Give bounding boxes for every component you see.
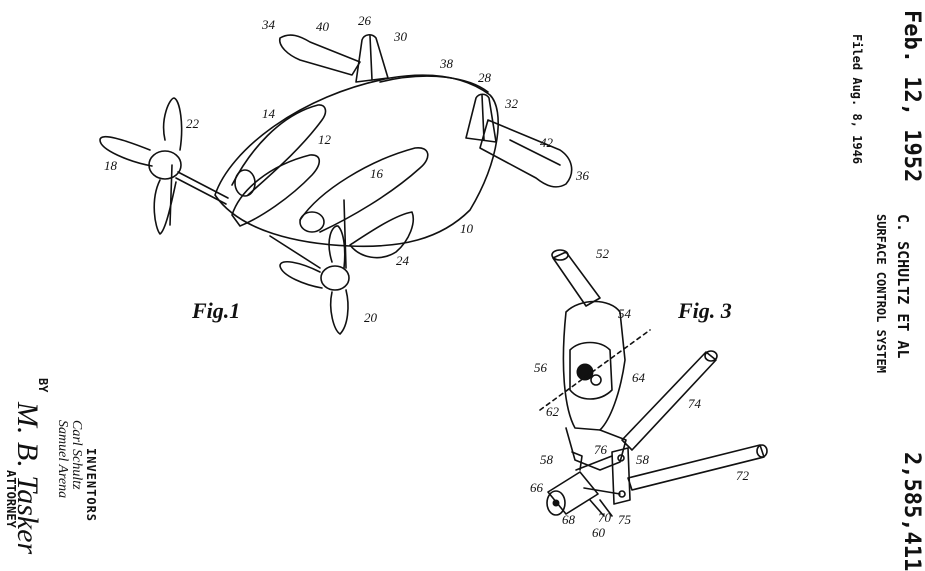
by-label: BY	[36, 378, 50, 393]
inventor-names: C. SCHULTZ ET AL	[894, 214, 912, 359]
fig1-ref: 20	[364, 310, 378, 325]
patent-title: SURFACE CONTROL SYSTEM	[874, 214, 888, 373]
fig1-ref: 34	[261, 17, 276, 32]
fig3-reference-numerals: 52 54 56 64 62 74 76 58 58 72 66 70 75 6…	[530, 246, 750, 540]
fig1-ref: 12	[318, 132, 332, 147]
fig3-ref: 62	[546, 404, 560, 419]
patent-drawing-sheet: 34 40 26 30 38 28 32 42 36 22 14 12 16 1…	[4, 10, 924, 571]
patent-date: Feb. 12, 1952	[899, 10, 924, 183]
fig1-ref: 30	[393, 29, 408, 44]
fig1-ref: 32	[504, 96, 519, 111]
fig1-ref: 28	[478, 70, 492, 85]
patent-number: 2,585,411	[899, 452, 924, 571]
fig1-ref: 18	[104, 158, 118, 173]
fig3-ref: 72	[736, 468, 750, 483]
fig1-ref: 40	[316, 19, 330, 34]
inventor-name-2: Samuel Arena	[55, 420, 70, 499]
fig3-ref: 64	[632, 370, 646, 385]
fig3-ref: 70	[598, 510, 612, 525]
fig1-label: Fig.1	[191, 298, 240, 323]
fig3-ref: 76	[594, 442, 608, 457]
patent-drawing: 34 40 26 30 38 28 32 42 36 22 14 12 16 1…	[99, 13, 768, 540]
fig1-ref: 24	[396, 253, 410, 268]
fig3-linkage	[539, 249, 768, 517]
attorney-label: ATTORNEY	[4, 470, 18, 528]
fig3-ref: 58	[636, 452, 650, 467]
fig1-ref: 36	[575, 168, 590, 183]
fig3-ref: 68	[562, 512, 576, 527]
fig1-reference-numerals: 34 40 26 30 38 28 32 42 36 22 14 12 16 1…	[104, 13, 590, 325]
fig1-ref: 38	[439, 56, 454, 71]
inventors-label: INVENTORS	[84, 448, 98, 523]
fig1-ref: 42	[540, 135, 554, 150]
fig3-ref: 56	[534, 360, 548, 375]
fig3-label: Fig. 3	[677, 298, 732, 323]
fig3-ref: 75	[618, 512, 632, 527]
fig1-ref: 22	[186, 116, 200, 131]
fig1-ref: 10	[460, 221, 474, 236]
fig1-ref: 14	[262, 106, 276, 121]
fig1-aircraft	[99, 34, 573, 335]
filed-date: Filed Aug. 8, 1946	[850, 34, 864, 165]
fig3-ref: 60	[592, 525, 606, 540]
fig3-ref: 54	[618, 306, 632, 321]
fig3-ref: 58	[540, 452, 554, 467]
fig3-ref: 52	[596, 246, 610, 261]
fig3-ref: 66	[530, 480, 544, 495]
fig1-ref: 26	[358, 13, 372, 28]
fig3-ref: 74	[688, 396, 702, 411]
fig1-ref: 16	[370, 166, 384, 181]
inventor-name-1: Carl Schultz	[69, 420, 84, 490]
